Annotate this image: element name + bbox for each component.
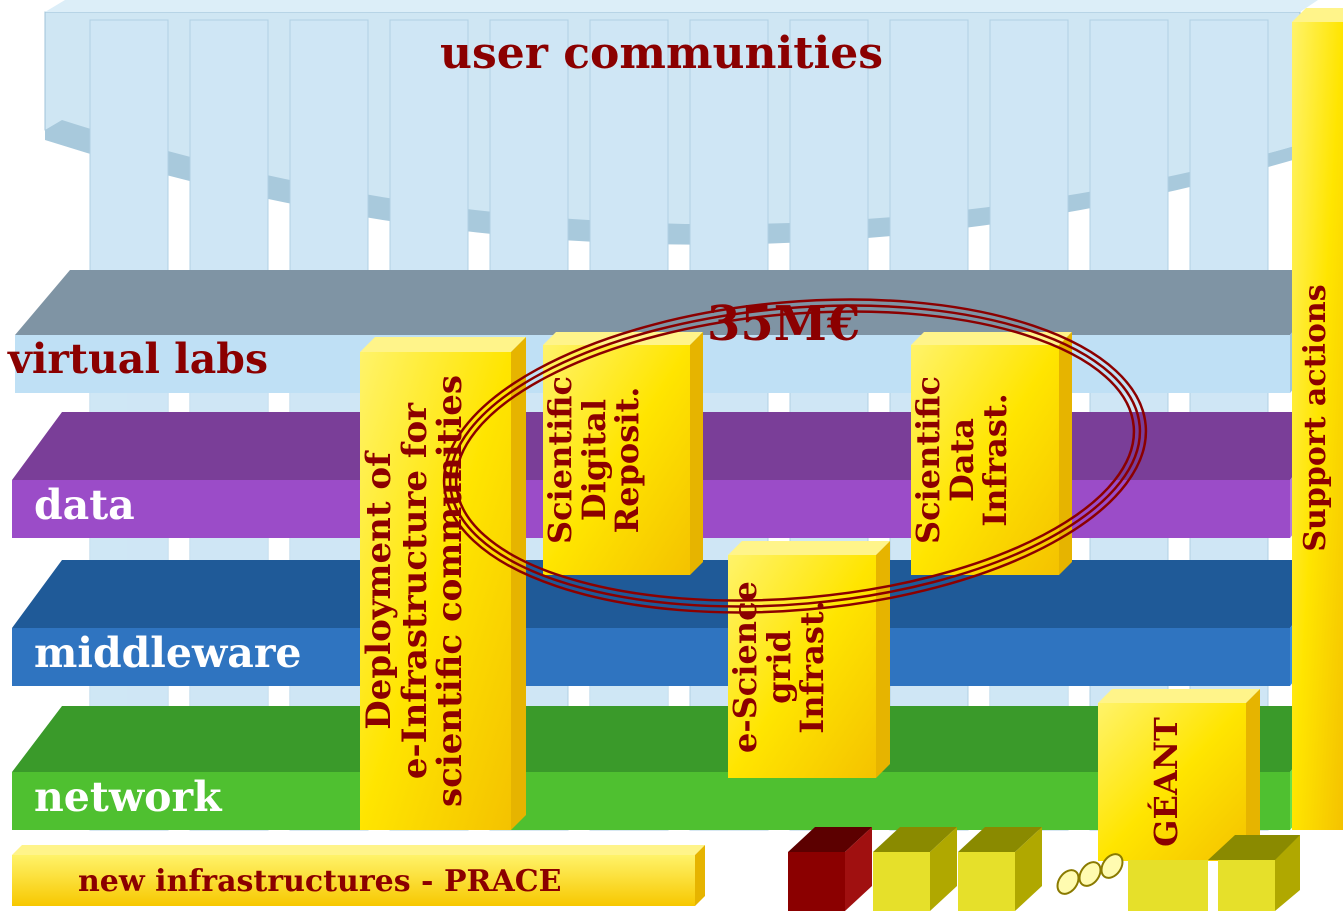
digital-reposit-label: Scientific Digital Reposit. [541,347,690,573]
support-actions-label: Support actions [1298,284,1333,552]
escience-line-1: e-Science [726,581,764,753]
bottom-cubes [788,827,1300,911]
budget-label: 35M€ [707,296,861,352]
prace-bar-shape [12,845,705,906]
deployment-line-3: scientific communities [430,374,471,808]
geant-label: GÉANT [1147,717,1185,847]
deployment-label: Deployment of e-Infrastructure for scien… [359,351,510,831]
data-infrast-line-3: Infrast. [976,393,1015,527]
layer-label-network: network [34,773,222,821]
data-infrast-label: Scientific Data Infrast. [909,347,1058,573]
layer-middleware-slab [12,560,1343,686]
deployment-line-2: e-Infrastructure for [394,402,435,780]
layer-label-middleware: middleware [34,629,302,677]
support-actions-pillar-shape [1292,8,1343,830]
digital-reposit-line-1: Scientific [541,375,579,545]
data-infrast-block-shape [911,332,1072,575]
prace-label: new infrastructures - PRACE [78,864,562,899]
escience-line-3: Infrast. [793,600,832,734]
data-infrast-line-2: Data [942,418,981,502]
data-infrast-line-1: Scientific [909,375,947,545]
digital-reposit-line-3: Reposit. [608,386,647,534]
layer-label-virtual-labs: virtual labs [8,335,269,383]
deployment-block-shape [360,337,526,830]
escience-line-2: grid [759,630,798,704]
user-communities-label: user communities [440,28,884,79]
layer-network-slab [12,706,1343,830]
budget-ellipse [442,298,1148,614]
deployment-line-1: Deployment of [359,452,399,730]
escience-block-shape [728,541,890,778]
escience-label: e-Science grid Infrast. [726,557,875,777]
digital-reposit-line-2: Digital [574,398,613,522]
layer-label-data: data [34,481,135,529]
geant-block-shape [1098,689,1260,861]
